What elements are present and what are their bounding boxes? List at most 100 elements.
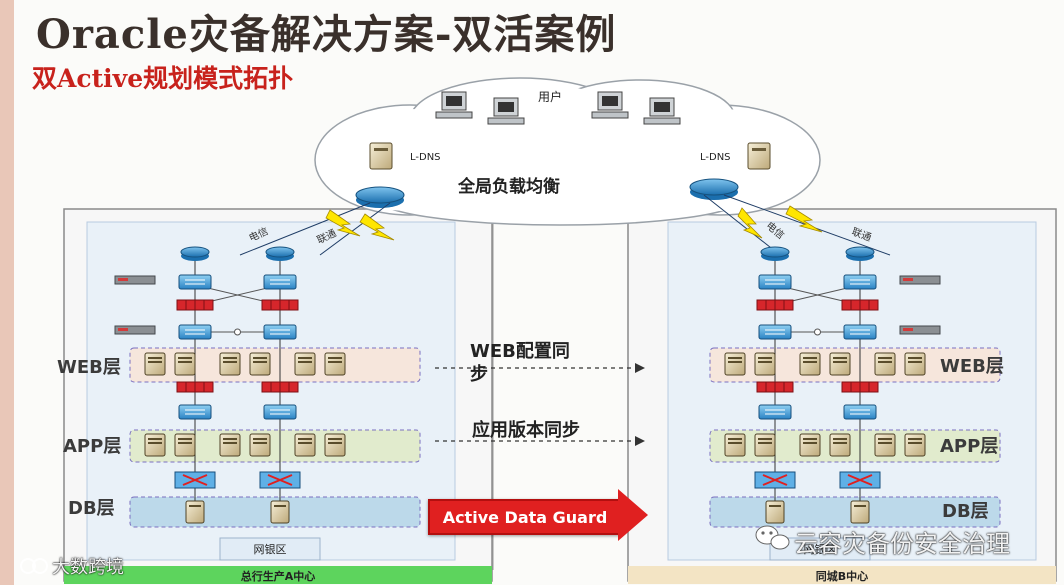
active-data-guard-arrowhead <box>618 489 648 541</box>
users-label: 用户 <box>538 90 563 104</box>
router-icon <box>265 246 295 261</box>
sync-app-label: 应用版本同步 <box>472 420 580 441</box>
watermark-right: 云容灾备份安全治理 <box>794 530 1010 558</box>
switch-icon <box>843 274 877 290</box>
ldns-left-label: L-DNS <box>410 152 441 163</box>
ldns-server-icon <box>369 142 393 170</box>
core-switch-icon <box>754 471 796 489</box>
server-icon <box>174 352 196 376</box>
app-tier-band <box>709 429 1001 463</box>
server-icon <box>829 433 851 457</box>
user-pc-icon <box>435 91 473 119</box>
firewall-icon <box>756 381 794 393</box>
core-switch-icon <box>839 471 881 489</box>
ha-link-node <box>234 328 241 336</box>
firewall-icon <box>841 381 879 393</box>
sync-web-arrowhead <box>635 363 645 373</box>
switch-icon <box>758 404 792 420</box>
server-icon <box>294 433 316 457</box>
server-icon <box>874 433 896 457</box>
database-server-icon <box>185 500 205 524</box>
switch-icon <box>178 274 212 290</box>
load-balancer-icon <box>114 325 156 335</box>
server-icon <box>324 433 346 457</box>
server-icon <box>724 352 746 376</box>
core-switch-icon <box>259 471 301 489</box>
server-icon <box>249 352 271 376</box>
server-icon <box>829 352 851 376</box>
switch-icon <box>758 324 792 340</box>
zone-right-label: 网银区 <box>803 543 837 556</box>
sync-arrows <box>435 367 635 442</box>
ldns-right-label: L-DNS <box>700 152 731 163</box>
database-server-icon <box>270 500 290 524</box>
web-tier-band <box>709 347 1001 383</box>
server-icon <box>324 352 346 376</box>
server-icon <box>754 352 776 376</box>
firewall-icon <box>756 299 794 311</box>
router-icon <box>180 246 210 261</box>
server-icon <box>174 433 196 457</box>
lightning-icon <box>325 205 823 241</box>
ha-link-node <box>814 328 821 336</box>
switch-icon <box>263 324 297 340</box>
user-pc-icon <box>591 91 629 119</box>
database-server-icon <box>765 500 785 524</box>
zone-right-box <box>769 537 871 561</box>
gslb-router-icon <box>355 186 405 208</box>
tier-app-right: APP层 <box>940 436 999 457</box>
sync-app-arrowhead <box>635 436 645 446</box>
switch-icon <box>843 324 877 340</box>
site-a-label: 总行生产A中心 <box>240 570 316 583</box>
ldns-server-icon <box>747 142 771 170</box>
tier-web-right: WEB层 <box>940 356 1004 377</box>
switch-icon <box>263 274 297 290</box>
switch-icon <box>178 324 212 340</box>
server-icon <box>874 352 896 376</box>
sync-web-label-1: WEB配置同 <box>470 341 570 362</box>
zone-left-label: 网银区 <box>253 543 287 556</box>
database-server-icon <box>850 500 870 524</box>
wechat-icon <box>755 525 790 550</box>
firewall-icon <box>176 381 214 393</box>
site-b-label: 同城B中心 <box>815 570 869 583</box>
dashuju-logo-icon <box>20 558 48 574</box>
server-icon <box>144 352 166 376</box>
firewall-icon <box>176 299 214 311</box>
web-tier-band <box>129 347 421 383</box>
router-icon <box>760 246 790 261</box>
firewall-icon <box>261 299 299 311</box>
zone-left-box <box>219 537 321 561</box>
site-b-devices <box>709 246 1001 528</box>
site-a-bar <box>64 566 492 584</box>
tier-db-left: DB层 <box>68 498 115 519</box>
firewall-icon <box>841 299 879 311</box>
server-icon <box>249 433 271 457</box>
app-tier-band <box>129 429 421 463</box>
server-icon <box>219 352 241 376</box>
site-a-devices <box>114 246 421 528</box>
firewall-icon <box>261 381 299 393</box>
user-pc-icon <box>487 97 525 125</box>
load-balancer-icon <box>114 275 156 285</box>
slide-edge-strip <box>0 0 14 585</box>
server-icon <box>904 433 926 457</box>
gslb-label: 全局负载均衡 <box>458 177 560 197</box>
tier-web-left: WEB层 <box>57 357 121 378</box>
server-icon <box>799 352 821 376</box>
server-icon <box>294 352 316 376</box>
gslb-router-icon <box>689 178 739 200</box>
page-title: Oracle灾备解决方案-双活案例 <box>36 11 617 58</box>
server-icon <box>219 433 241 457</box>
switch-icon <box>178 404 212 420</box>
core-switch-icon <box>174 471 216 489</box>
tier-app-left: APP层 <box>63 436 122 457</box>
switch-icon <box>843 404 877 420</box>
load-balancer-icon <box>899 275 941 285</box>
active-data-guard-arrow: Active Data Guard <box>428 499 622 535</box>
watermark-left: 大数跨境 <box>52 557 124 578</box>
user-pc-icon <box>643 97 681 125</box>
router-icon <box>845 246 875 261</box>
server-icon <box>904 352 926 376</box>
